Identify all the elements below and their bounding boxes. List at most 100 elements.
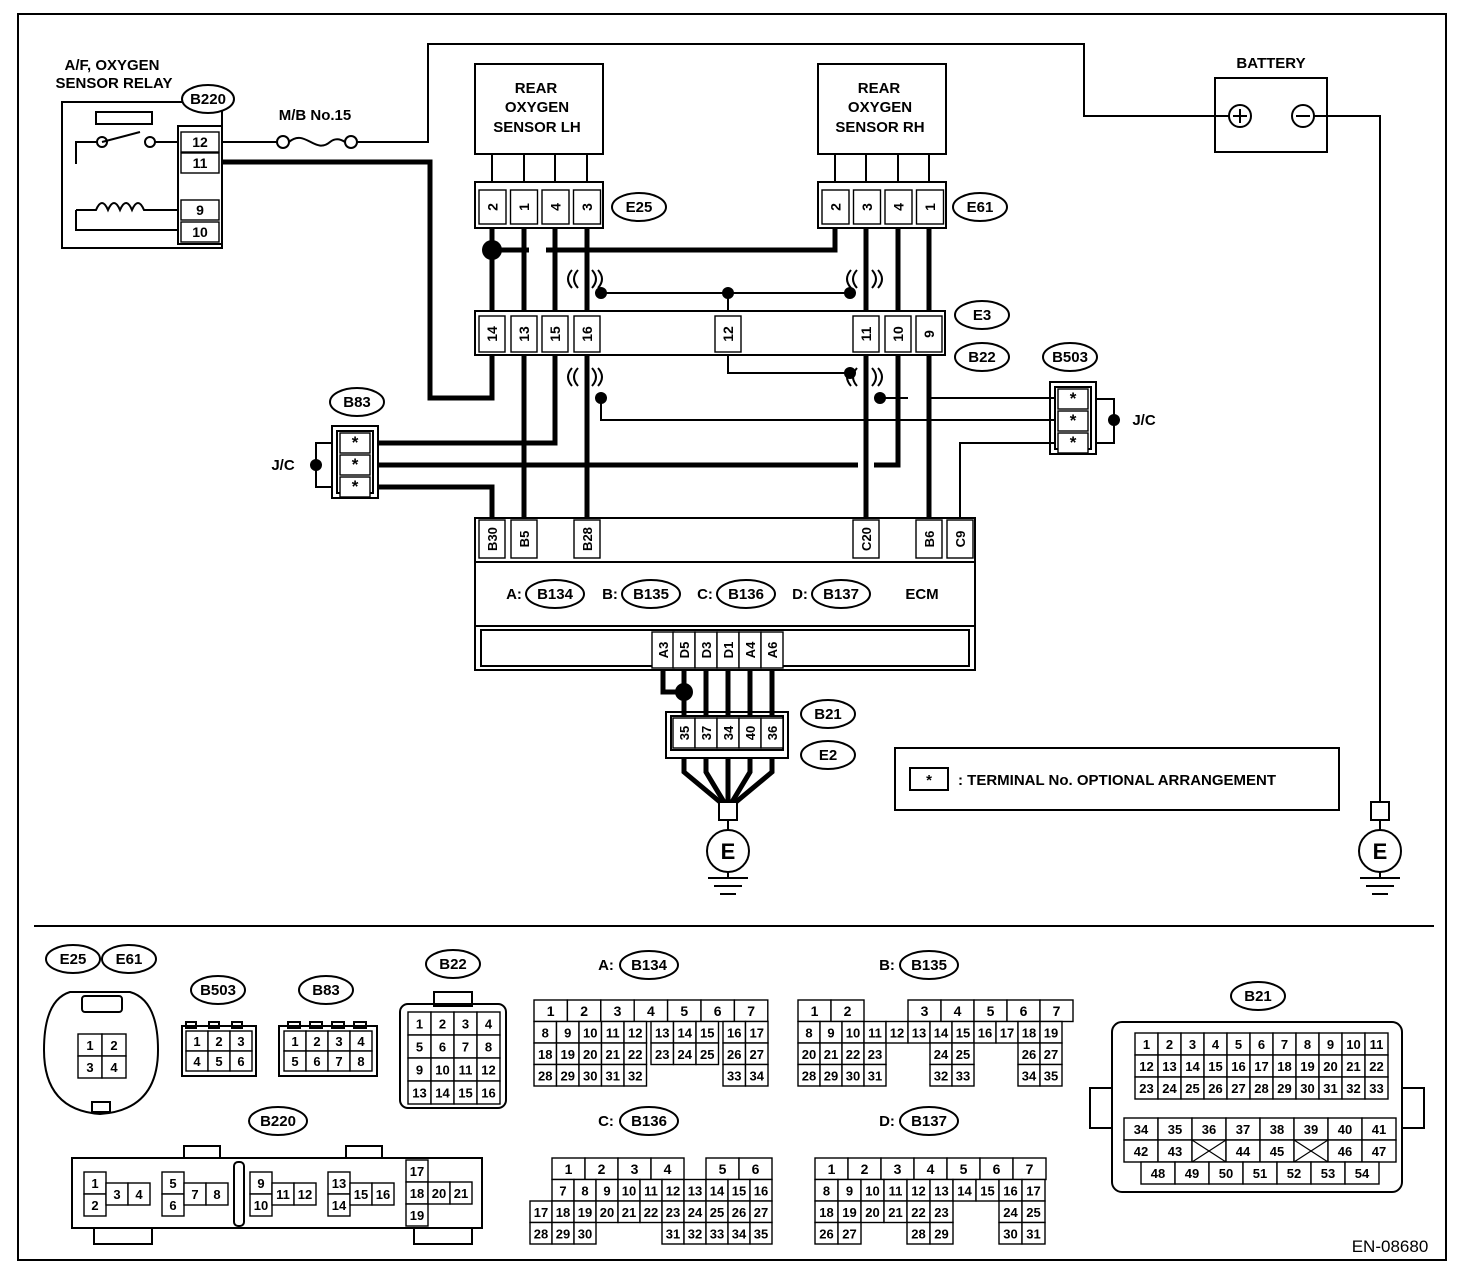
svg-text:26: 26 — [819, 1226, 833, 1241]
svg-text:33: 33 — [710, 1226, 724, 1241]
svg-text:26: 26 — [732, 1205, 746, 1220]
view-b21-pin-46: 46 — [1327, 1139, 1363, 1163]
view-b503-pin-1: 1 — [185, 1030, 209, 1052]
svg-text:6: 6 — [313, 1054, 320, 1069]
view-b220-pin-4: 4 — [127, 1182, 151, 1206]
view-b134-pin-13: 13 — [650, 1020, 675, 1044]
view-b220-pin-12: 12 — [293, 1182, 317, 1206]
svg-text:3: 3 — [921, 1003, 929, 1019]
view-b135-pin-11: 11 — [863, 1020, 887, 1044]
svg-text:44: 44 — [1236, 1144, 1251, 1159]
svg-text:4: 4 — [548, 203, 564, 211]
svg-text:B21: B21 — [1244, 988, 1272, 1005]
svg-text:18: 18 — [538, 1047, 552, 1062]
view-b21-pin-21: 21 — [1341, 1054, 1366, 1078]
svg-text:53: 53 — [1321, 1166, 1335, 1181]
svg-text:13: 13 — [688, 1183, 702, 1198]
svg-text:7: 7 — [1026, 1161, 1034, 1177]
view-b137-pin-18: 18 — [814, 1200, 839, 1224]
view-b135-pin-19: 19 — [1039, 1020, 1063, 1044]
svg-text:3: 3 — [631, 1161, 639, 1177]
view-b134-pin-14: 14 — [672, 1020, 697, 1044]
view-b135-pin-33: 33 — [951, 1063, 975, 1087]
svg-text:B220: B220 — [190, 91, 226, 108]
view-b134-pin-26: 26 — [722, 1042, 747, 1066]
view-b136-pin-16: 16 — [749, 1178, 773, 1202]
view-b83-pin-1: 1 — [283, 1030, 307, 1052]
view-b134-pin-2: 2 — [566, 999, 602, 1023]
view-b135-pin-28: 28 — [797, 1063, 821, 1087]
svg-text:28: 28 — [911, 1226, 925, 1241]
svg-text:15: 15 — [354, 1187, 368, 1202]
view-b134-pin-4: 4 — [633, 999, 669, 1023]
svg-text:16: 16 — [727, 1025, 741, 1040]
view-b21-pin-37: 37 — [1225, 1117, 1261, 1141]
svg-text:13: 13 — [655, 1025, 669, 1040]
view-b220-pin-21: 21 — [449, 1181, 473, 1205]
svg-text:30: 30 — [583, 1068, 597, 1083]
svg-text:B503: B503 — [200, 982, 236, 999]
view-b220-pin-14: 14 — [327, 1193, 351, 1217]
svg-text:*: * — [1070, 411, 1077, 430]
view-b21-pin-35: 35 — [1157, 1117, 1193, 1141]
svg-text:8: 8 — [581, 1183, 588, 1198]
svg-text:OXYGEN: OXYGEN — [848, 99, 912, 116]
svg-text:24: 24 — [1003, 1205, 1018, 1220]
view-b22-pin-13: 13 — [407, 1080, 432, 1105]
svg-text:34: 34 — [732, 1226, 747, 1241]
view-b220-pin-16: 16 — [371, 1182, 395, 1206]
svg-text:E61: E61 — [967, 199, 994, 216]
svg-text:10: 10 — [435, 1063, 449, 1078]
view-sensor-pin-1: 1 — [77, 1033, 103, 1057]
rear-oxygen-sensor-rh: REAR OXYGEN SENSOR RH — [817, 63, 947, 155]
svg-text:18: 18 — [1277, 1059, 1291, 1074]
view-b136-pin-23: 23 — [661, 1200, 685, 1224]
svg-text:16: 16 — [481, 1086, 495, 1101]
jc-right-pins-pin-2: * — [1057, 410, 1089, 432]
svg-text:8: 8 — [542, 1025, 549, 1040]
view-b136-pin-30: 30 — [573, 1221, 597, 1245]
svg-text:26: 26 — [727, 1047, 741, 1062]
svg-text:36: 36 — [765, 726, 780, 740]
svg-text:5: 5 — [680, 1003, 688, 1019]
svg-text:9: 9 — [1327, 1037, 1334, 1052]
view-b136-pin-13: 13 — [683, 1178, 707, 1202]
svg-text:1: 1 — [828, 1161, 836, 1177]
svg-text:11: 11 — [276, 1187, 290, 1202]
svg-text:8: 8 — [823, 1183, 830, 1198]
svg-text:19: 19 — [1044, 1025, 1058, 1040]
svg-text:4: 4 — [193, 1054, 201, 1069]
view-b21-pin-29: 29 — [1272, 1076, 1297, 1100]
svg-text:37: 37 — [1236, 1122, 1250, 1137]
e61-conn-pin-3: 3 — [852, 189, 882, 225]
e3-pin-16: 16 — [573, 315, 601, 353]
e3-pin-13: 13 — [510, 315, 538, 353]
view-b136-pin-29: 29 — [551, 1221, 575, 1245]
view-b135-pin-26: 26 — [1017, 1042, 1041, 1066]
svg-text:20: 20 — [600, 1205, 614, 1220]
view-b136-pin-4: 4 — [650, 1157, 685, 1181]
svg-text:10: 10 — [865, 1183, 879, 1198]
svg-text:12: 12 — [890, 1025, 904, 1040]
ecm-pin-A4: A4 — [738, 631, 762, 669]
view-b21-pin-54: 54 — [1344, 1161, 1380, 1185]
svg-text:2: 2 — [91, 1198, 98, 1213]
svg-text:23: 23 — [655, 1047, 669, 1062]
view-b83-pin-8: 8 — [349, 1050, 373, 1072]
view-b503-pin-6: 6 — [229, 1050, 253, 1072]
svg-text:26: 26 — [1022, 1047, 1036, 1062]
svg-text:25: 25 — [956, 1047, 970, 1062]
view-b136-pin-5: 5 — [705, 1157, 740, 1181]
rear-oxygen-sensor-lh: REAR OXYGEN SENSOR LH — [474, 63, 604, 155]
svg-text:6: 6 — [439, 1040, 446, 1055]
svg-text:5: 5 — [719, 1161, 727, 1177]
view-b135-pin-15: 15 — [951, 1020, 975, 1044]
fuse-mb-15: M/B No.15 — [276, 107, 358, 149]
jc-left-pins-pin-2: * — [339, 454, 371, 476]
view-b220-pin-13: 13 — [327, 1171, 351, 1195]
svg-text:31: 31 — [606, 1068, 620, 1083]
svg-text:B135: B135 — [633, 586, 669, 603]
svg-text:45: 45 — [1270, 1144, 1284, 1159]
